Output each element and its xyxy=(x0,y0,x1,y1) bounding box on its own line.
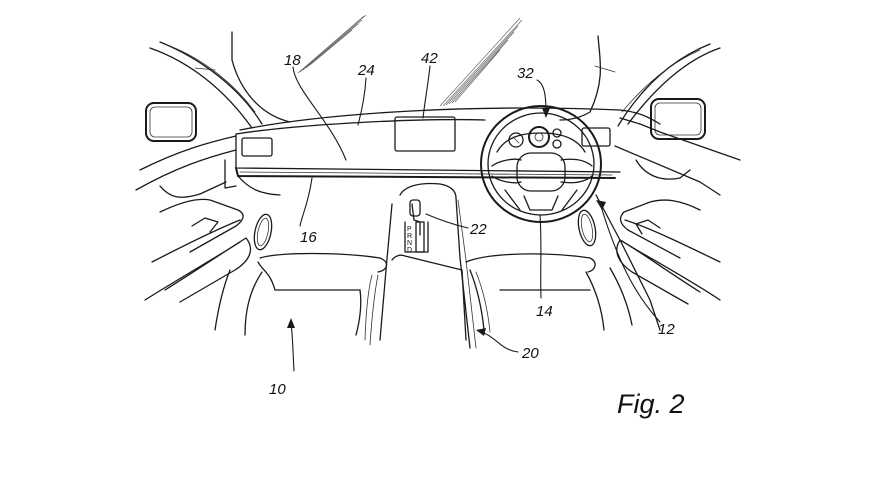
center-display xyxy=(394,116,456,152)
ref-numeral-16: 16 xyxy=(300,229,317,246)
arrowhead-10 xyxy=(287,318,295,328)
ref-numeral-18: 18 xyxy=(284,52,301,69)
figure-label: Fig. 2 xyxy=(617,389,685,419)
center-console xyxy=(379,182,477,349)
arrowhead-20 xyxy=(476,328,486,336)
ref-numeral-14: 14 xyxy=(536,303,553,320)
windshield-reflection-hatching xyxy=(297,14,523,107)
steering-hub xyxy=(516,152,566,192)
ref-numeral-20: 20 xyxy=(521,345,539,362)
ref-numeral-24: 24 xyxy=(357,62,375,79)
leader-10 xyxy=(290,322,295,372)
leader-12 xyxy=(599,202,661,323)
leader-18 xyxy=(292,66,347,161)
gear-letter-n: N xyxy=(407,240,412,247)
ref-numeral-12: 12 xyxy=(658,321,675,338)
leader-32 xyxy=(536,79,547,113)
right-lower-vent xyxy=(577,209,597,247)
steering-wheel xyxy=(480,105,602,223)
left-side-mirror xyxy=(145,102,197,142)
leader-lines xyxy=(287,65,661,372)
gauge-left xyxy=(508,132,524,148)
right-seat xyxy=(465,253,633,333)
leader-24 xyxy=(357,77,367,126)
left-a-pillar xyxy=(149,31,291,129)
gear-letter-r: R xyxy=(407,233,412,240)
gear-selector: P R N D xyxy=(404,199,429,254)
left-air-vent xyxy=(241,137,273,157)
right-air-vent xyxy=(581,127,611,147)
ref-numeral-42: 42 xyxy=(421,50,438,67)
ref-numeral-32: 32 xyxy=(517,65,534,82)
arrowhead-32 xyxy=(542,108,550,118)
right-side-mirror xyxy=(650,98,706,140)
gear-letter-p: P xyxy=(407,226,412,233)
arrowhead-12 xyxy=(596,200,606,210)
leader-14 xyxy=(539,214,542,299)
left-lower-vent xyxy=(253,213,273,251)
ref-numeral-22: 22 xyxy=(469,221,487,238)
left-seat xyxy=(214,252,388,346)
leader-42 xyxy=(422,65,431,119)
leader-20 xyxy=(479,331,519,353)
ref-numeral-10: 10 xyxy=(269,381,286,398)
right-a-pillar xyxy=(559,35,721,127)
leader-22 xyxy=(425,213,469,229)
gauge-center xyxy=(528,126,550,148)
right-door xyxy=(595,194,721,331)
left-door xyxy=(144,198,251,303)
gear-letter-d: D xyxy=(407,247,412,254)
dashboard xyxy=(135,107,741,198)
leader-16 xyxy=(299,177,313,227)
